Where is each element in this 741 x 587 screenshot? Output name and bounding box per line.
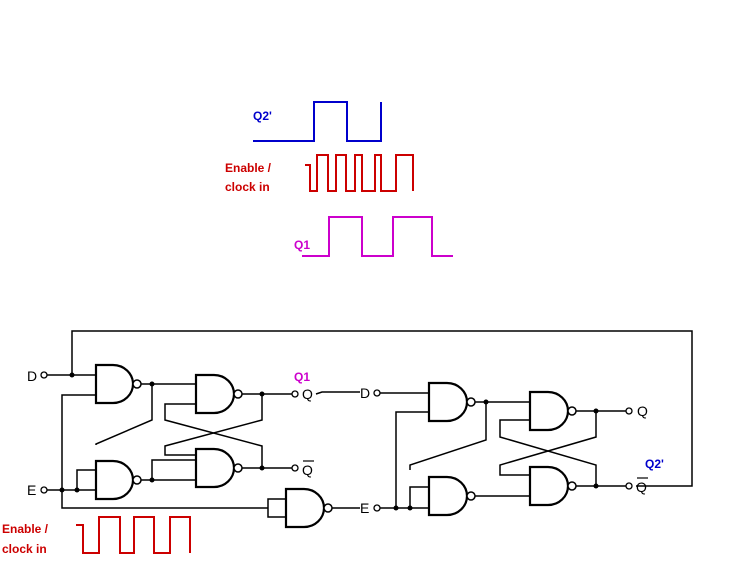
- q2-waveform-label: Q2': [253, 109, 272, 123]
- nand-gate-4-bubble: [233, 463, 243, 473]
- sr-cross-wire-b: [164, 394, 263, 456]
- circuit-enable-label-line1: Enable /: [2, 522, 49, 536]
- junction: [74, 487, 80, 493]
- junction: [483, 399, 489, 405]
- circuit-clock-waveform: [76, 516, 191, 554]
- nand-gate-4: [194, 447, 236, 489]
- gate1-cross-wire: [95, 384, 153, 445]
- e-to-gate2-wire: [76, 469, 96, 490]
- junction: [593, 483, 599, 489]
- nand-gate-8-bubble: [567, 481, 577, 491]
- enable-label-line2: clock in: [225, 180, 270, 194]
- nand-gate-7-bubble: [567, 406, 577, 416]
- inverter-input-box: [267, 498, 287, 518]
- nand-gate-8: [528, 465, 570, 507]
- q1-to-d2-wire: [315, 391, 360, 395]
- nand-gate-7: [528, 390, 570, 432]
- input-d-label: D: [27, 368, 37, 384]
- junction: [259, 465, 265, 471]
- gate5-cross-wire: [409, 402, 487, 470]
- timing-diagram: Q2' Enable / clock in Q1: [225, 101, 453, 257]
- junction: [149, 477, 155, 483]
- e-to-gate1-wire: [61, 394, 96, 490]
- nand-gate-5-bubble: [466, 397, 476, 407]
- gate2-to-sr-wire: [151, 459, 196, 480]
- latch1-q-terminal: [291, 390, 299, 398]
- junction: [69, 372, 75, 378]
- nand-gate-6: [427, 475, 469, 517]
- sr2-cross-wire-b: [499, 411, 597, 476]
- sr-cross-wire-a: [164, 403, 263, 468]
- q2-waveform: [253, 101, 382, 142]
- latch1-q-label: Q: [302, 386, 313, 402]
- nand-gate-1-bubble: [132, 379, 142, 389]
- junction: [149, 381, 155, 387]
- inverter-bubble: [323, 503, 333, 513]
- sr2-cross-wire-a: [499, 419, 597, 486]
- latch2-e-terminal: [373, 504, 381, 512]
- latch2-d-terminal: [373, 389, 381, 397]
- latch2-q-label: Q: [637, 403, 648, 419]
- nand-gate-3: [194, 373, 236, 415]
- latch2-q-terminal: [625, 407, 633, 415]
- feedback-wire: [71, 330, 693, 487]
- input-e-terminal: [40, 486, 48, 494]
- junction: [407, 505, 413, 511]
- enable-label-line1: Enable /: [225, 161, 272, 175]
- junction: [593, 408, 599, 414]
- latch1-qbar-terminal: [291, 464, 299, 472]
- nand-gate-3-bubble: [233, 389, 243, 399]
- q1-waveform: [302, 216, 453, 257]
- latch1-qbar-label: Q: [302, 462, 313, 478]
- junction: [59, 487, 65, 493]
- circuit-enable-label-line2: clock in: [2, 542, 47, 556]
- latch2-e-label: E: [360, 500, 369, 516]
- e2-to-gate5-wire: [395, 411, 429, 508]
- nand-gate-6-bubble: [466, 491, 476, 501]
- inverter-nand-gate: [284, 487, 326, 529]
- q1-waveform-label: Q1: [294, 238, 310, 252]
- latch2-d-label: D: [360, 385, 370, 401]
- e2-to-gate6-wire: [409, 486, 429, 508]
- nand-gate-1: [94, 363, 135, 405]
- nand-gate-5: [427, 381, 469, 423]
- nand-gate-2: [94, 459, 135, 501]
- latch2-qbar-terminal: [625, 482, 633, 490]
- nand-gate-2-bubble: [132, 475, 142, 485]
- input-d-terminal: [40, 371, 48, 379]
- circuit: D E Q1 Q: [2, 330, 693, 556]
- input-e-label: E: [27, 482, 36, 498]
- junction: [259, 391, 265, 397]
- latch2-qbar-label: Q: [636, 479, 647, 495]
- latch1-q1-label: Q1: [294, 370, 310, 384]
- junction: [393, 505, 399, 511]
- e-to-inverter-wire: [61, 490, 268, 509]
- latch2-q2-label: Q2': [645, 457, 664, 471]
- enable-clock-waveform: [305, 154, 414, 192]
